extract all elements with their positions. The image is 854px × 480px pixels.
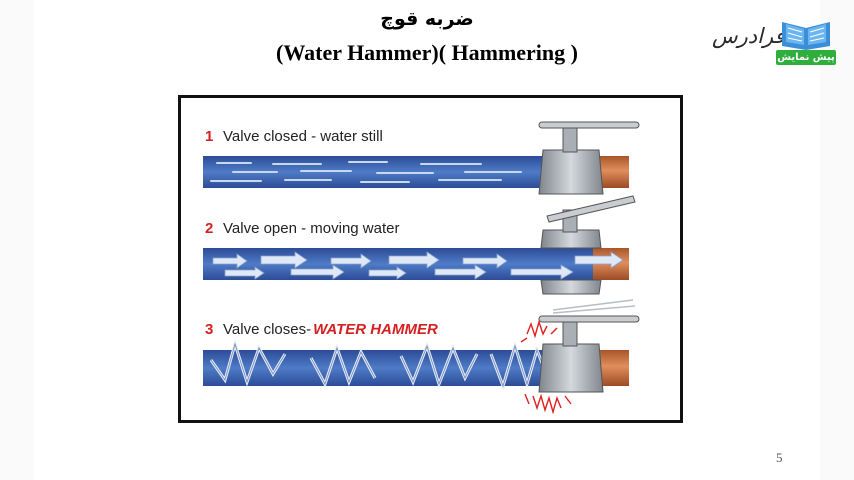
panel-3-number: 3 — [205, 321, 213, 338]
slide-title-persian: ضربه قوچ — [380, 8, 474, 30]
preview-badge: پیش نمایش — [776, 50, 836, 65]
faradars-logo: فرادرس پیش نمایش — [712, 14, 838, 66]
water-hammer-illustration: 1 Valve closed - water still 2 Valve ope… — [203, 121, 640, 415]
slide-title-english: (Water Hammer)( Hammering ) — [276, 40, 578, 65]
shock-wave-outlines — [210, 342, 548, 388]
pipe-shock-wave — [203, 350, 547, 386]
valve-stem-3 — [562, 319, 578, 347]
valve-handle-slammed — [538, 315, 640, 323]
panel-3-caption: Valve closes- — [223, 321, 311, 338]
logo-wordmark: فرادرس — [712, 24, 785, 48]
slide-margin-left — [0, 0, 34, 480]
panel-1-number: 1 — [205, 128, 213, 145]
panel-valve-closed: 1 Valve closed - water still — [203, 121, 640, 195]
panel-2-caption: Valve open - moving water — [223, 220, 399, 237]
panel-water-hammer: 3 Valve closes- WATER HAMMER — [203, 299, 640, 415]
panel-1-caption: Valve closed - water still — [223, 128, 383, 145]
valve-stem-1 — [562, 125, 578, 153]
panel-2-number: 2 — [205, 220, 213, 237]
still-water-streaks — [210, 161, 522, 183]
valve-handle-closed — [538, 121, 640, 129]
valve-body-2-base — [540, 279, 602, 295]
page-number: 5 — [776, 450, 783, 465]
water-hammer-diagram: 1 Valve closed - water still 2 Valve ope… — [178, 95, 683, 423]
valve-body-2-top — [540, 229, 602, 249]
valve-handle-open — [546, 195, 636, 223]
valve-body-3 — [538, 343, 604, 393]
vibration-burst-top — [520, 319, 558, 343]
flow-arrows — [212, 251, 624, 280]
panel-valve-open: 2 Valve open - moving water — [203, 195, 636, 295]
valve-body-1 — [538, 149, 604, 195]
slide-margin-right — [820, 0, 854, 480]
water-hammer-label: WATER HAMMER — [313, 321, 438, 338]
handle-motion-lines — [552, 299, 636, 314]
vibration-burst-bottom — [524, 393, 572, 415]
open-book-icon — [782, 22, 830, 50]
